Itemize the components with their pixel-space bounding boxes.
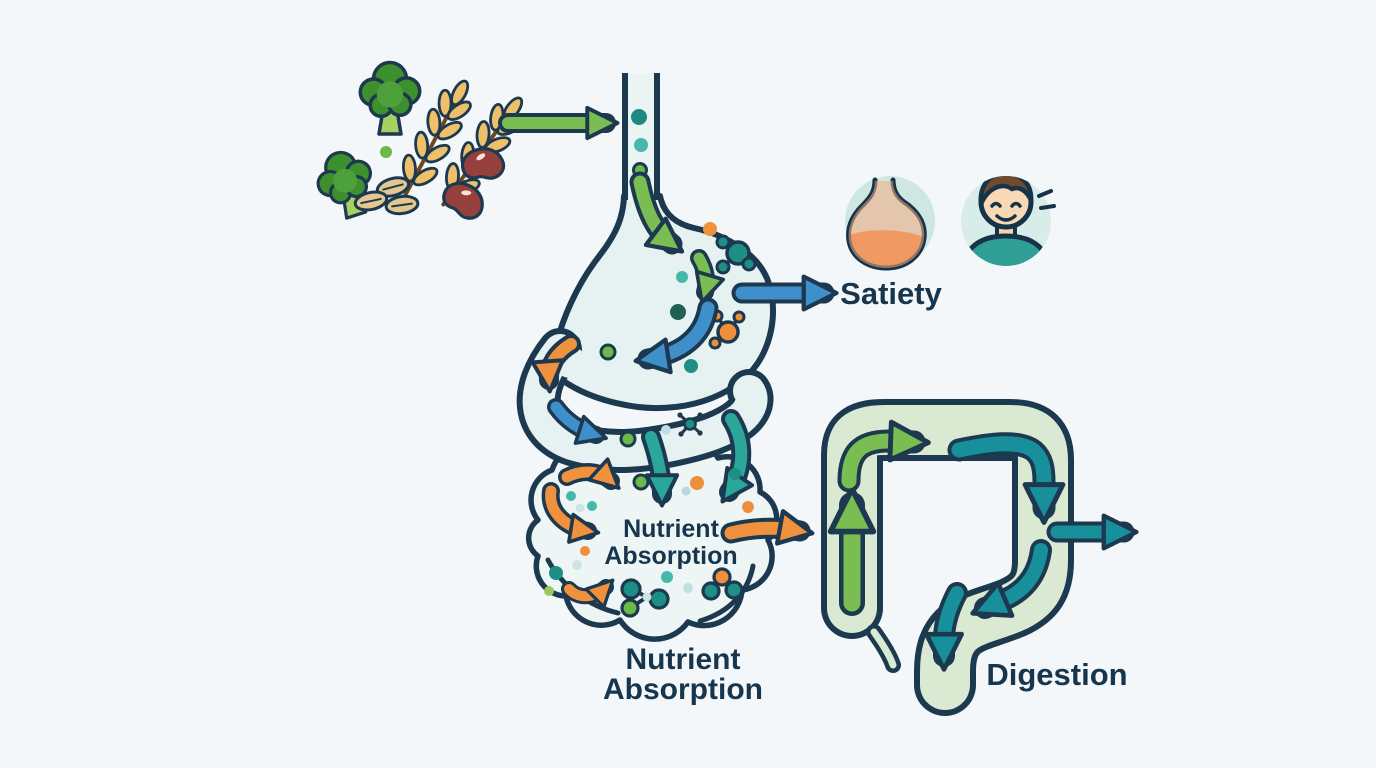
orange-flow-arrow	[564, 578, 615, 609]
nutrient-dot-icon	[631, 109, 647, 125]
happy-person-icon	[961, 176, 1056, 266]
blue-flow-arrow	[633, 301, 715, 375]
emphasis-mark	[1037, 189, 1053, 198]
nutrient-dot-icon	[380, 146, 392, 158]
intestine-contents	[541, 412, 754, 618]
molecule-icon	[620, 578, 670, 618]
teal-flow-arrow	[924, 586, 964, 672]
green-flow-arrow	[693, 252, 726, 304]
food-group	[308, 60, 537, 225]
absorption-inline-label-line1: Nutrient	[623, 515, 720, 543]
arrows-into-intestine	[641, 409, 755, 508]
molecule-icon	[715, 234, 757, 275]
digestion-label: Digestion	[986, 657, 1127, 692]
blue-flow-arrow	[550, 401, 608, 445]
orange-flow-arrow	[530, 338, 577, 394]
stomach-circle-icon	[845, 176, 935, 271]
absorption-caption-line1: Nutrient	[626, 643, 741, 676]
teal-flow-arrow	[970, 543, 1048, 618]
intestine-fold	[697, 563, 756, 624]
appendix	[870, 628, 897, 669]
emphasis-mark	[1039, 204, 1056, 210]
arrow-intestine-to-colon	[720, 509, 815, 546]
stomach-flow-arrows	[530, 171, 726, 448]
broccoli-icon	[358, 60, 422, 136]
absorption-inline-label-line2: Absorption	[604, 542, 737, 570]
orange-flow-arrow	[545, 485, 601, 544]
teal-flow-arrow	[951, 436, 1066, 525]
absorption-caption-line2: Absorption	[603, 673, 763, 706]
colon-flow-arrows	[827, 419, 1066, 672]
satiety-label: Satiety	[840, 276, 942, 311]
molecule-icon	[701, 567, 744, 601]
green-flow-arrow	[633, 175, 685, 254]
nutrient-dot-icon	[634, 138, 648, 152]
broccoli-icon	[308, 143, 384, 225]
green-flow-arrow	[841, 419, 931, 489]
molecule-icon	[708, 309, 746, 350]
orange-flow-arrow	[561, 457, 621, 490]
molecule-icon	[677, 412, 703, 437]
stomach-contents	[599, 222, 757, 373]
